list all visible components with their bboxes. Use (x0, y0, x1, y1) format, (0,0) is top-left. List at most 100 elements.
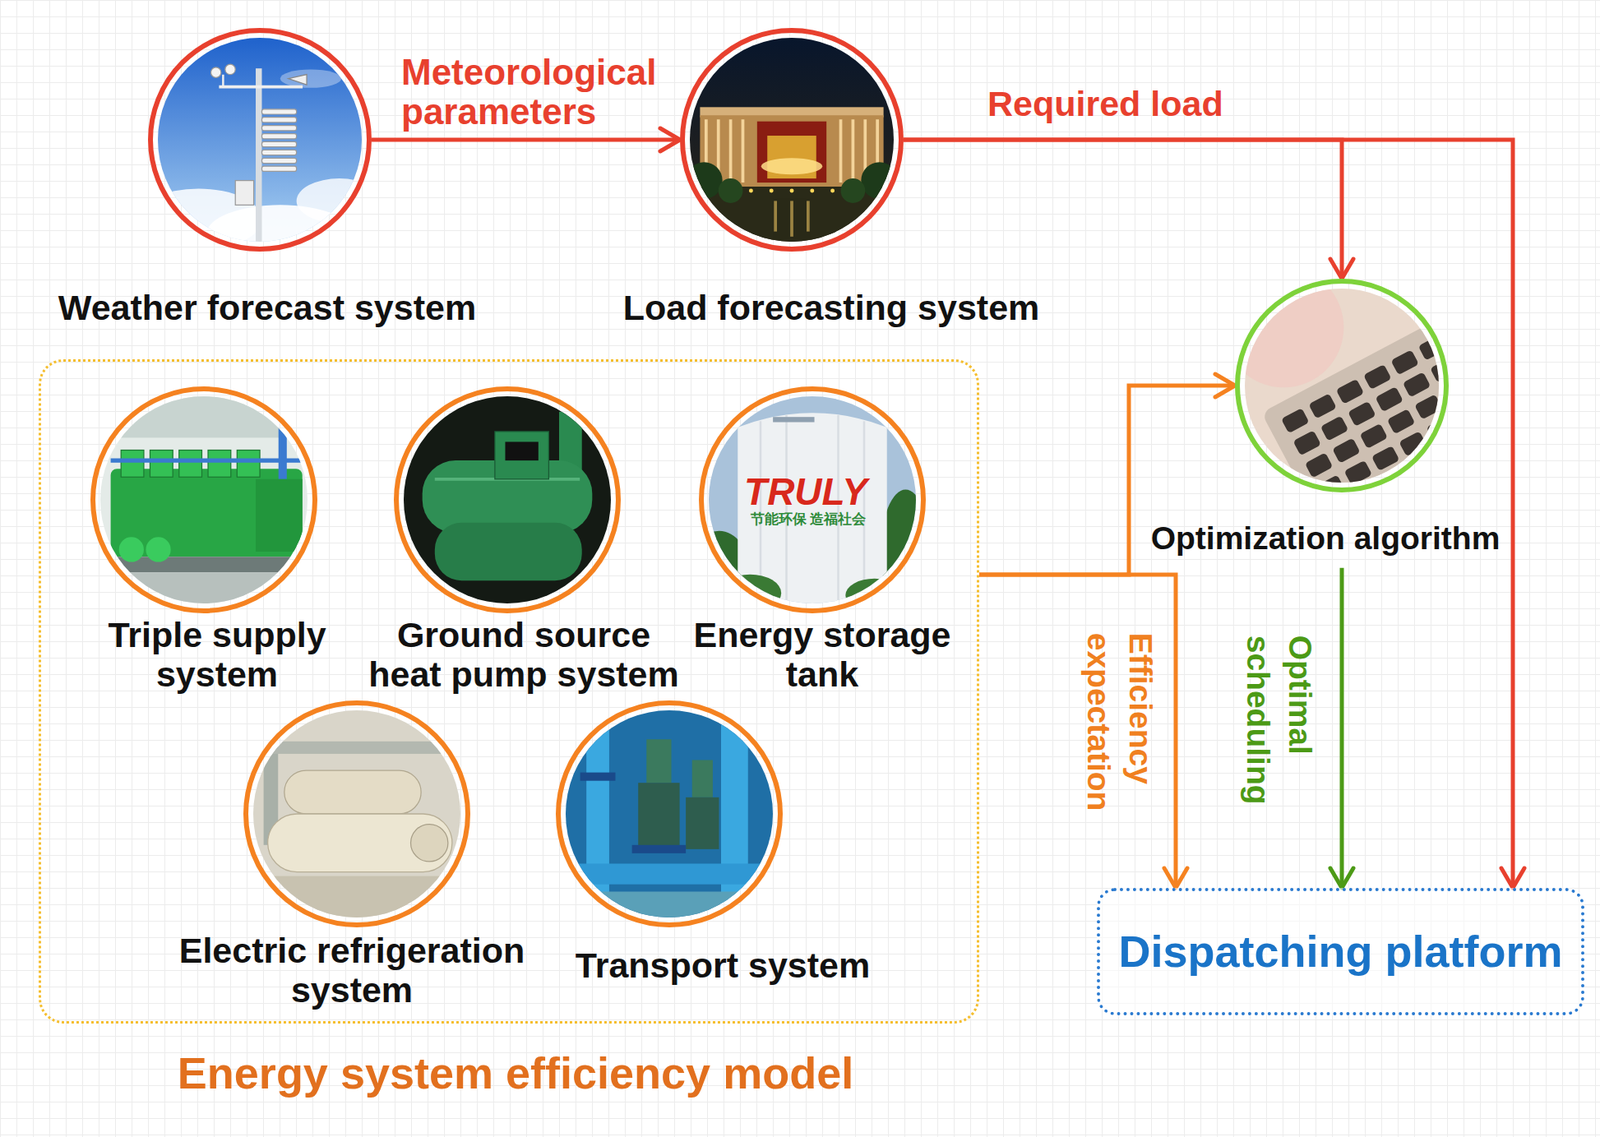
connector-line (1340, 568, 1345, 888)
building-photo-part-part (706, 119, 878, 183)
node-caption: Ground source heat pump system (362, 615, 685, 694)
building-photo-part-part (775, 200, 809, 236)
load-circle: Load forecasting system (679, 27, 904, 252)
chiller-photo-part-part (253, 710, 461, 918)
edge-label: Required load (987, 84, 1224, 124)
heat-pump-photo-part-part (494, 431, 550, 480)
chiller-photo-part-part (263, 741, 451, 754)
weather-station-photo-part-part (261, 141, 296, 147)
weather-station-photo-part-part (207, 204, 355, 262)
arrow-head (1501, 868, 1525, 888)
calculator-photo-part-part-part-part (1363, 364, 1392, 390)
weather-station-photo-part-part (261, 109, 296, 115)
weather-station-photo-part-part (210, 67, 221, 78)
calculator-photo-part-part-part-part (1374, 386, 1403, 412)
algorithm-circle: Optimization algorithm (1234, 278, 1449, 493)
calculator-photo-part-part-part-part (1344, 460, 1373, 486)
node-caption: Triple supply system (93, 615, 341, 694)
building-photo-part-part (749, 189, 835, 194)
generator-photo-part-part-part (149, 450, 173, 478)
arrow-head (1330, 868, 1354, 888)
pump-photo-part-part (685, 797, 719, 850)
calculator-photo-part-part-part-part (1390, 349, 1419, 375)
generator-photo-part (100, 396, 308, 604)
building-photo-part-part-part (729, 119, 733, 183)
calculator-photo-part-part-part-part (1292, 430, 1321, 456)
building-photo-part-part (761, 157, 823, 175)
calculator-photo-part-part-part (1261, 308, 1531, 551)
generator-photo-part-part (100, 396, 308, 438)
connector-arrow (903, 139, 1354, 279)
calculator-photo (1223, 267, 1531, 551)
building-photo-part (685, 37, 898, 242)
building-photo-part-part-part (809, 189, 814, 194)
connector-arrow (903, 139, 1525, 888)
calculator-photo-part-part-part-part (1414, 393, 1443, 420)
storage-tank-photo-part-part (719, 574, 782, 612)
chiller-photo-part-part (411, 824, 449, 862)
connector-line (903, 139, 1342, 279)
pump-photo-part-part (565, 863, 773, 884)
generator-photo-part-part (119, 536, 144, 562)
model-region: Energy system efficiency modelTriple sup… (38, 359, 980, 1024)
building-photo-part-part (685, 161, 723, 199)
chiller-photo-part-part (268, 813, 453, 873)
generator-photo-part-part (110, 458, 303, 463)
building-photo-part-part-part (806, 200, 810, 232)
calculator-photo-part-part-part-part (1280, 407, 1309, 434)
equipment-circle: Triple supply system (90, 386, 318, 614)
building-photo (685, 37, 898, 242)
connector-arrow (979, 574, 1188, 888)
weather-station-photo-part-part (235, 180, 254, 206)
weather-station-photo-part (135, 37, 383, 263)
edge-label: Optimal scheduling (1236, 634, 1320, 816)
storage-tank-photo-part (688, 396, 931, 615)
generator-photo-part-part-part (179, 450, 203, 478)
building-photo-part-part (699, 115, 884, 187)
node-caption: Optimization algorithm (1151, 520, 1501, 557)
chiller-photo-part-part (253, 876, 461, 918)
pump-photo-part-part (565, 892, 773, 919)
building-photo-part-part (841, 178, 866, 204)
pump-photo-part-part (580, 772, 616, 782)
storage-tank-photo-part-part (772, 416, 814, 422)
tank-logo: TRULY (744, 471, 868, 514)
pump-photo (565, 710, 773, 918)
generator-photo-part-part (255, 479, 303, 552)
storage-tank-photo (688, 396, 931, 615)
node-caption: Transport system (575, 945, 870, 985)
building-photo-part-part-part (839, 119, 843, 183)
generator-photo-part-part (120, 450, 260, 478)
weather-station-photo-part-part (296, 178, 383, 224)
generator-photo-part-part-part (120, 450, 144, 478)
pump-photo-part (565, 710, 773, 918)
pump-photo-part-part (692, 759, 713, 797)
weather-station-photo-part-part (280, 69, 342, 88)
generator-photo-part-part (100, 572, 308, 604)
storage-tank-photo-part-part (708, 396, 916, 604)
pump-photo-part-part (565, 710, 773, 918)
platform-box: Dispatching platform (1096, 887, 1585, 1016)
connector-line (979, 574, 1176, 888)
connector-line (371, 138, 680, 143)
heat-pump-photo-part-part (504, 441, 538, 461)
calculator-photo-part-part-part-part (1304, 452, 1333, 478)
weather-station-photo-part-part (261, 157, 296, 163)
equipment-circle: Transport system (555, 700, 783, 928)
heat-pump-photo-part-part (403, 396, 611, 604)
node-caption: Weather forecast system (58, 287, 477, 328)
calculator-photo-part-part-part-part (1387, 408, 1416, 435)
pump-photo-part-part (638, 782, 680, 847)
generator-photo-part-part (278, 416, 287, 480)
calculator-photo-part (1223, 267, 1531, 551)
tank-slogan: 节能环保 造福社会 (750, 512, 867, 528)
building-photo-part-part (718, 178, 744, 204)
building-photo-part-part-part (769, 189, 774, 194)
building-photo-part-part (757, 121, 827, 183)
calculator-photo-part-part (1261, 308, 1531, 551)
building-photo-part-part-part (749, 189, 754, 194)
chiller-photo (253, 710, 461, 918)
building-photo-part-part-part (741, 119, 745, 183)
arrow-head (1164, 868, 1188, 888)
platform-title: Dispatching platform (1118, 926, 1563, 976)
